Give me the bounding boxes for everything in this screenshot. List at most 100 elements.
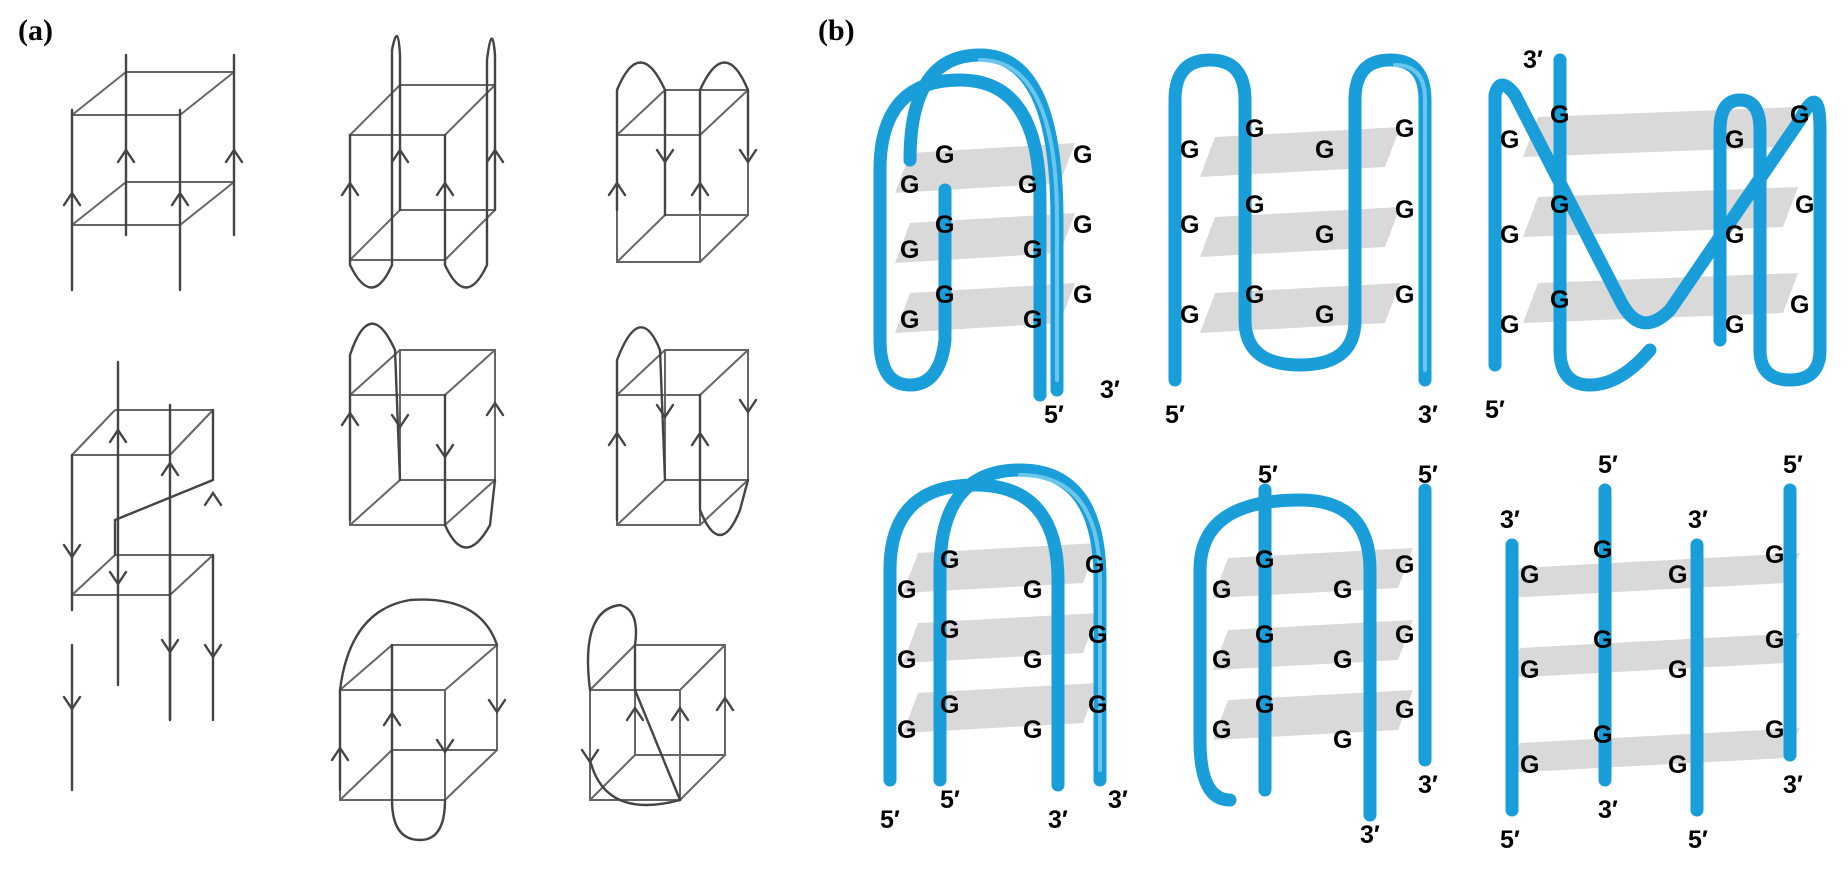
topology-2-hairpin: G G G G G G G G G G G G 5′ 3′ xyxy=(1165,53,1438,429)
guanine-label: G xyxy=(1795,191,1814,219)
guanine-label: G xyxy=(1725,311,1744,339)
guanine-label: G xyxy=(1023,716,1042,744)
guanine-label: G xyxy=(1018,171,1037,199)
guanine-label: G xyxy=(1245,281,1264,309)
guanine-label: G xyxy=(1765,626,1784,654)
guanine-label: G xyxy=(1180,211,1199,239)
strand-end-label: 3′ xyxy=(1418,771,1438,799)
guanine-label: G xyxy=(1073,211,1092,239)
guanine-label: G xyxy=(1765,716,1784,744)
guanine-label: G xyxy=(1315,301,1334,329)
strand-end-label: 5′ xyxy=(1418,461,1438,489)
guanine-label: G xyxy=(1023,576,1042,604)
guanine-label: G xyxy=(1500,126,1519,154)
guanine-label: G xyxy=(1395,621,1414,649)
guanine-label: G xyxy=(1073,281,1092,309)
strand-end-label: 3′ xyxy=(1048,806,1068,834)
topology-5-bimolecular-hairpin: 5′ 5′ G G G G G G G G G G G G 3′ 3′ xyxy=(1193,461,1438,849)
guanine-label: G xyxy=(1212,716,1231,744)
guanine-label: G xyxy=(1073,141,1092,169)
schematic-lateral-loops-1 xyxy=(607,61,758,263)
guanine-label: G xyxy=(1790,101,1809,129)
guanine-label: G xyxy=(1395,115,1414,143)
topology-1-propeller: G G G G G G G G G G G G 5′ 3′ xyxy=(873,48,1120,429)
guanine-label: G xyxy=(1333,576,1352,604)
schematic-side-loop xyxy=(607,326,758,537)
guanine-label: G xyxy=(1212,576,1231,604)
strand-end-label: 5′ xyxy=(1598,451,1618,479)
guanine-label: G xyxy=(1550,286,1569,314)
guanine-label: G xyxy=(935,281,954,309)
guanine-label: G xyxy=(1085,551,1104,579)
guanine-label: G xyxy=(1395,281,1414,309)
guanine-label: G xyxy=(1212,646,1231,674)
topology-3-diagonal: 3′ G G G G G G G G G G G G 5′ xyxy=(1485,46,1827,424)
guanine-label: G xyxy=(940,616,959,644)
strand-end-label: 5′ xyxy=(1783,451,1803,479)
guanine-label: G xyxy=(1315,221,1334,249)
guanine-label: G xyxy=(1245,191,1264,219)
guanine-label: G xyxy=(1550,191,1569,219)
guanine-label: G xyxy=(1790,291,1809,319)
strand-end-label: 3′ xyxy=(1598,796,1618,824)
guanine-label: G xyxy=(1333,646,1352,674)
guanine-label: G xyxy=(940,691,959,719)
guanine-label: G xyxy=(897,576,916,604)
guanine-label: G xyxy=(1520,561,1539,589)
strand-end-label: 5′ xyxy=(880,806,900,834)
guanine-label: G xyxy=(1023,646,1042,674)
guanine-label: G xyxy=(1180,301,1199,329)
guanine-label: G xyxy=(1593,536,1612,564)
strand-end-label: 3′ xyxy=(1523,46,1543,74)
guanine-label: G xyxy=(1668,561,1687,589)
strand-end-label: 3′ xyxy=(1418,401,1438,429)
strand-end-label: 5′ xyxy=(1165,401,1185,429)
guanine-label: G xyxy=(1255,546,1274,574)
guanine-label: G xyxy=(1668,656,1687,684)
guanine-label: G xyxy=(1180,136,1199,164)
strand-end-label: 3′ xyxy=(1500,506,1520,534)
guanine-label: G xyxy=(1725,221,1744,249)
guanine-label: G xyxy=(1088,621,1107,649)
schematic-parallel-1 xyxy=(62,53,244,292)
guanine-label: G xyxy=(900,171,919,199)
guanine-label: G xyxy=(1395,696,1414,724)
panel-b-label: (b) xyxy=(818,14,855,47)
guanine-label: G xyxy=(940,546,959,574)
guanine-label: G xyxy=(935,211,954,239)
guanine-label: G xyxy=(1520,656,1539,684)
strand-end-label: 3′ xyxy=(1783,771,1803,799)
panel-a-label: (a) xyxy=(18,14,53,47)
strand-end-label: 3′ xyxy=(1100,376,1120,404)
topology-6-tetramolecular: 3′ 5′ 3′ 5′ G G G G G G G G G G G G 5′ 3… xyxy=(1500,451,1803,854)
guanine-label: G xyxy=(1245,115,1264,143)
guanine-label: G xyxy=(1725,126,1744,154)
guanine-label: G xyxy=(935,141,954,169)
guanine-label: G xyxy=(1550,101,1569,129)
schematic-propeller-loops xyxy=(340,35,505,289)
schematic-wide-loop xyxy=(330,598,507,842)
guanine-label: G xyxy=(1500,221,1519,249)
strand-end-label: 5′ xyxy=(1258,461,1278,489)
guanine-label: G xyxy=(1395,196,1414,224)
guanine-label: G xyxy=(900,306,919,334)
strand-end-label: 3′ xyxy=(1688,506,1708,534)
guanine-label: G xyxy=(1315,136,1334,164)
guanine-label: G xyxy=(1593,721,1612,749)
strand-end-label: 5′ xyxy=(940,786,960,814)
strand-end-label: 5′ xyxy=(1688,826,1708,854)
schematic-crossing-loop xyxy=(580,603,735,807)
guanine-label: G xyxy=(897,716,916,744)
strand-end-label: 3′ xyxy=(1360,821,1380,849)
guanine-label: G xyxy=(1765,541,1784,569)
guanine-label: G xyxy=(1255,621,1274,649)
schematic-diagonal-loop xyxy=(340,322,505,549)
guanine-label: G xyxy=(1255,691,1274,719)
guanine-label: G xyxy=(1023,236,1042,264)
guanine-label: G xyxy=(1333,726,1352,754)
guanine-label: G xyxy=(1023,306,1042,334)
guanine-label: G xyxy=(1395,551,1414,579)
guanine-label: G xyxy=(1500,311,1519,339)
topology-4-bimolecular-propeller: G G G G G G G G G G G G 5′ 5′ 3′ 3′ xyxy=(880,463,1128,834)
